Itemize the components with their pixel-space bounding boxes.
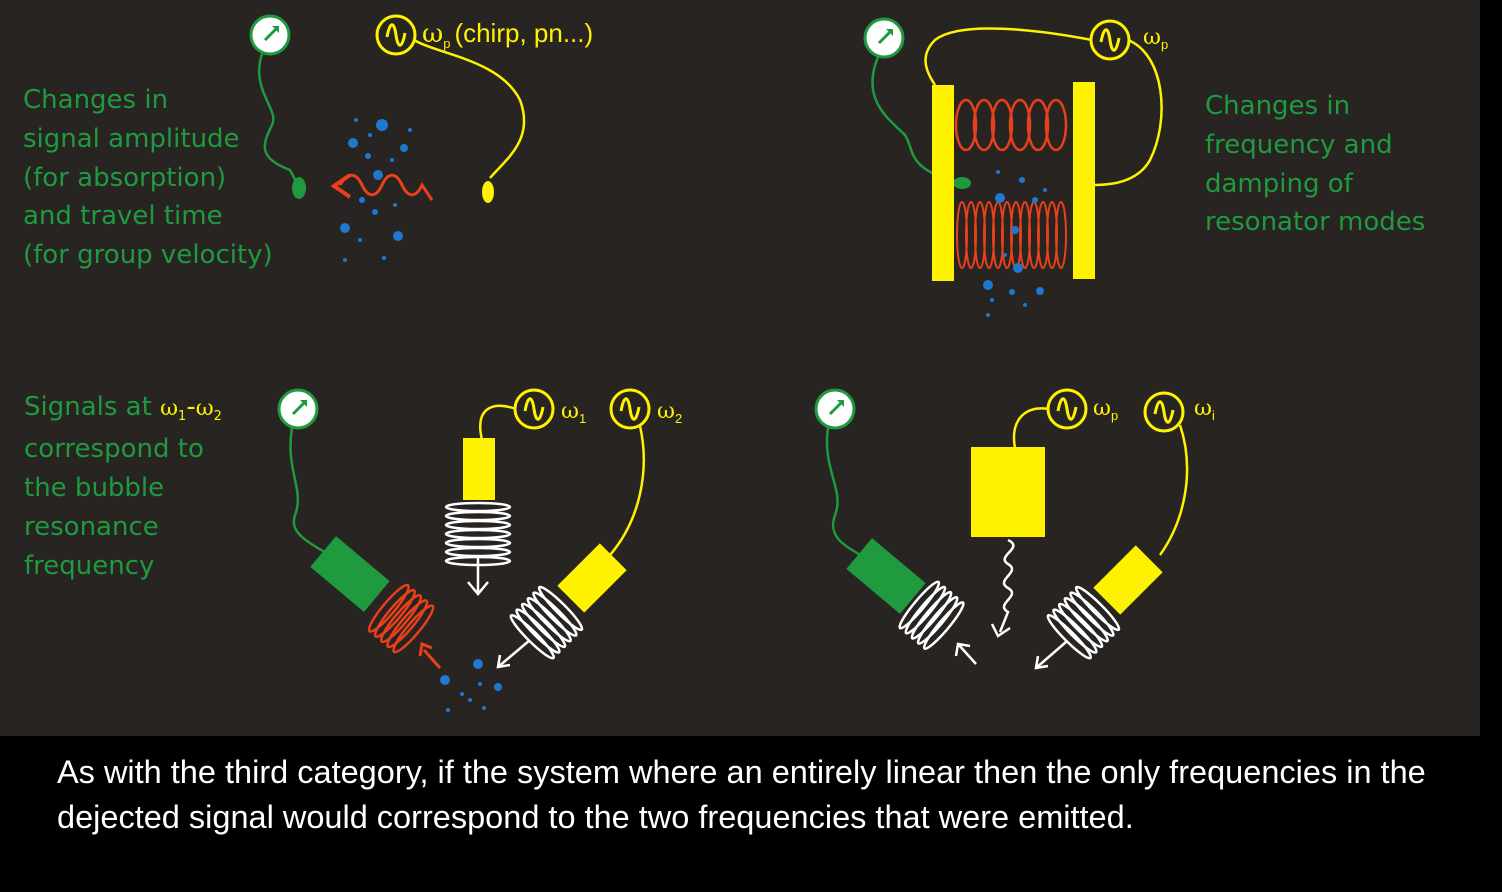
- source-transducer: [463, 438, 495, 500]
- source-transducer: [482, 181, 494, 203]
- panel-c-label: Signals at ω1-ω2 correspond to the bubbl…: [24, 392, 222, 581]
- slide-caption: As with the third category, if the syste…: [57, 754, 1426, 835]
- source-cable: [1158, 424, 1189, 556]
- resonator-mode-lower: [956, 201, 1067, 269]
- arrow-icon: [418, 641, 433, 657]
- arrow-icon: [422, 649, 442, 669]
- oscillator-icon: [513, 388, 555, 430]
- emitted-wave: [1046, 585, 1121, 660]
- pump-wave: [998, 538, 1015, 633]
- source-cable: [1012, 407, 1050, 449]
- panel-c-label-line: Signals at ω1-ω2: [24, 392, 222, 424]
- arrow-icon: [1034, 641, 1067, 670]
- meter-icon: [814, 388, 856, 430]
- signal-wave: [338, 173, 434, 201]
- panel-a-label-line: (for group velocity): [23, 240, 273, 270]
- source-transducer: [1093, 545, 1163, 615]
- source-cable: [413, 38, 526, 179]
- arrow-icon: [467, 556, 489, 596]
- panel-absorption: Changes in signal amplitude (for absorpt…: [23, 14, 593, 270]
- panel-c-label-line: frequency: [24, 551, 154, 581]
- source-omega: ωp: [1093, 396, 1118, 423]
- arrow-icon: [496, 639, 531, 669]
- meter-icon: [249, 14, 291, 56]
- receiver-transducer: [846, 538, 926, 614]
- received-wave: [898, 580, 965, 651]
- oscillator-icon: [609, 388, 651, 430]
- emitted-wave: [509, 585, 584, 660]
- received-wave: [367, 583, 435, 654]
- receiver-cable: [289, 427, 341, 562]
- resonator-wall-right: [1073, 82, 1095, 279]
- panel-c-label-line: correspond to: [24, 434, 204, 464]
- panel-a-label-line: (for absorption): [23, 163, 226, 193]
- source-cable: [609, 425, 645, 556]
- meter-icon: [863, 17, 905, 59]
- oscillator-icon: [1143, 391, 1185, 433]
- panel-b-label: Changes in frequency and damping of reso…: [1205, 91, 1425, 237]
- panel-a-label-line: signal amplitude: [23, 124, 240, 154]
- panel-resonator: Changes in frequency and damping of reso…: [863, 17, 1425, 317]
- oscillator-icon: [375, 14, 417, 56]
- source-omega: ωp: [1143, 25, 1168, 52]
- arrow-icon: [954, 642, 977, 665]
- source-omega: ω2: [657, 399, 682, 426]
- panel-b-label-line: Changes in: [1205, 91, 1350, 121]
- oscillator-icon: [1089, 19, 1131, 61]
- receiver-cable: [257, 53, 300, 186]
- panel-a-label-line: Changes in: [23, 85, 168, 115]
- panel-b-label-line: frequency and: [1205, 130, 1393, 160]
- resonator-mode-upper: [954, 98, 1068, 152]
- resonator-wall-left: [932, 85, 954, 281]
- panel-difference-frequency: Signals at ω1-ω2 correspond to the bubbl…: [24, 388, 682, 712]
- panel-mixing: ωp ωi: [814, 388, 1215, 670]
- meter-icon: [277, 388, 319, 430]
- source-transducer: [557, 543, 627, 613]
- bubble-cloud: [340, 118, 412, 262]
- source-omega: ωp(chirp, pn...): [422, 18, 593, 51]
- panel-b-label-line: resonator modes: [1205, 207, 1425, 237]
- source-omega: ωi: [1194, 396, 1215, 423]
- bubble-cloud: [440, 659, 502, 712]
- source-cable: [479, 404, 517, 441]
- emitted-wave: [444, 501, 512, 567]
- source-omega: ω1: [561, 399, 586, 426]
- slide-background: [0, 0, 1480, 736]
- bubble-cloud: [983, 170, 1047, 317]
- source-cable: [1094, 38, 1163, 187]
- receiver-transducer: [953, 177, 971, 189]
- receiver-transducer: [310, 536, 390, 612]
- panel-a-label-line: and travel time: [23, 201, 223, 231]
- panel-a-label: Changes in signal amplitude (for absorpt…: [23, 85, 273, 270]
- receiver-transducer: [292, 177, 306, 199]
- panel-c-label-line: the bubble: [24, 473, 164, 503]
- oscillator-icon: [1046, 388, 1088, 430]
- arrow-icon: [330, 173, 352, 199]
- arrow-icon: [990, 623, 1011, 638]
- receiver-cable: [825, 427, 871, 562]
- source-cable: [924, 27, 1093, 86]
- panel-c-label-line: resonance: [24, 512, 159, 542]
- pump-transducer: [971, 447, 1045, 537]
- panel-b-label-line: damping of: [1205, 169, 1354, 199]
- receiver-cable: [871, 56, 963, 185]
